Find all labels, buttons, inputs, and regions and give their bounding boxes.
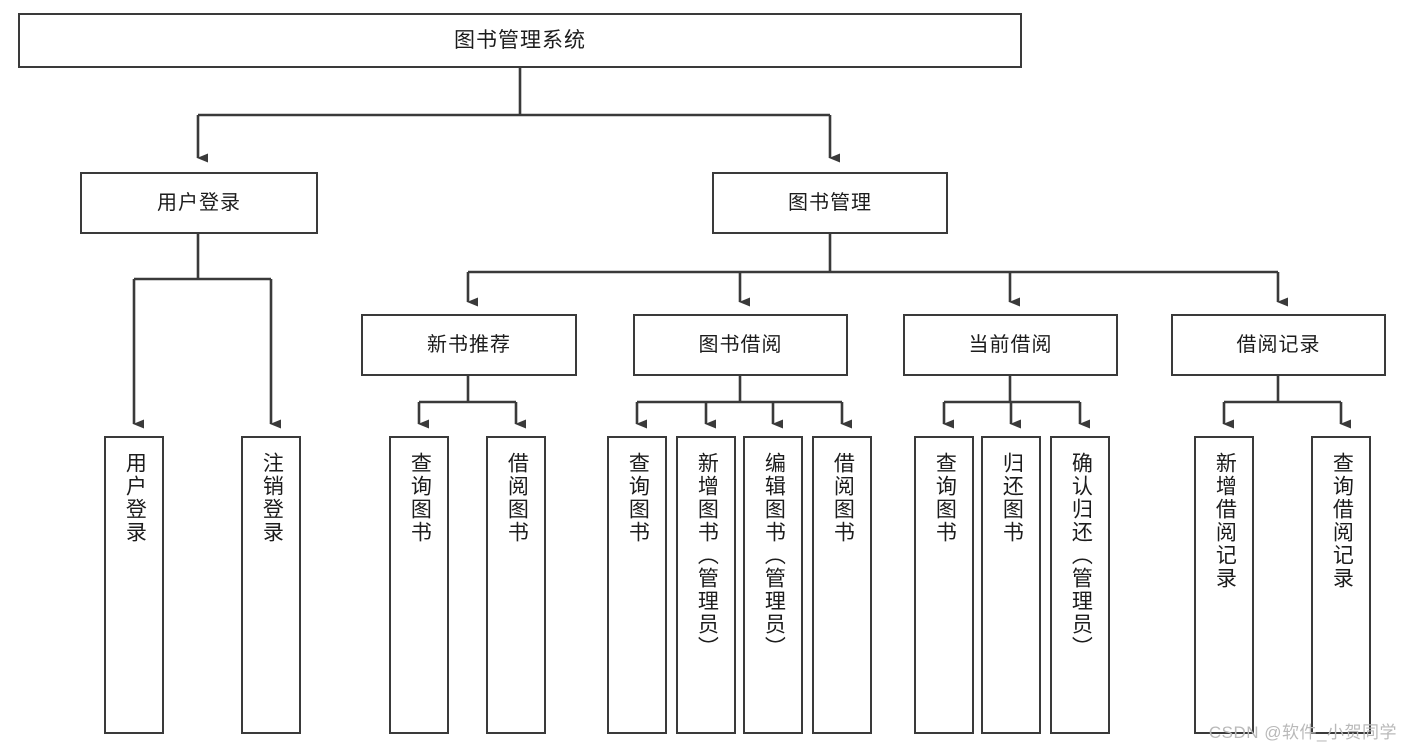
- node-root-system[interactable]: 图书管理系统: [18, 13, 1022, 68]
- leaf-label: 用户登录: [123, 452, 147, 544]
- node-new-book-recommend[interactable]: 新书推荐: [361, 314, 577, 376]
- node-book-management[interactable]: 图书管理: [712, 172, 948, 234]
- leaf-label: 查询图书: [626, 452, 650, 544]
- leaf-return-book[interactable]: 归还图书: [981, 436, 1041, 734]
- leaf-label: 查询图书: [408, 452, 432, 544]
- leaf-add-borrow-record[interactable]: 新增借阅记录: [1194, 436, 1254, 734]
- leaf-query-book-borrow[interactable]: 查询图书: [607, 436, 667, 734]
- leaf-edit-book-admin[interactable]: 编辑图书（管理员）: [743, 436, 803, 734]
- leaf-label: 查询借阅记录: [1330, 452, 1354, 590]
- leaf-label: 借阅图书: [831, 452, 855, 544]
- leaf-label: 新增借阅记录: [1213, 452, 1237, 590]
- leaf-query-borrow-record[interactable]: 查询借阅记录: [1311, 436, 1371, 734]
- leaf-label: 借阅图书: [505, 452, 529, 544]
- leaf-borrow-book[interactable]: 借阅图书: [812, 436, 872, 734]
- leaf-label: 编辑图书（管理员）: [762, 452, 786, 659]
- leaf-add-book-admin[interactable]: 新增图书（管理员）: [676, 436, 736, 734]
- leaf-label: 注销登录: [260, 452, 284, 544]
- node-current-borrow[interactable]: 当前借阅: [903, 314, 1118, 376]
- leaf-query-book-current[interactable]: 查询图书: [914, 436, 974, 734]
- leaf-label: 确认归还（管理员）: [1069, 452, 1093, 659]
- leaf-borrow-book-recommend[interactable]: 借阅图书: [486, 436, 546, 734]
- node-book-borrow[interactable]: 图书借阅: [633, 314, 848, 376]
- csdn-watermark: CSDN @软件_小贺同学: [1208, 723, 1397, 742]
- leaf-label: 归还图书: [1000, 452, 1024, 544]
- leaf-label: 查询图书: [933, 452, 957, 544]
- leaf-label: 新增图书（管理员）: [695, 452, 719, 659]
- leaf-user-login[interactable]: 用户登录: [104, 436, 164, 734]
- node-user-login[interactable]: 用户登录: [80, 172, 318, 234]
- leaf-confirm-return-admin[interactable]: 确认归还（管理员）: [1050, 436, 1110, 734]
- leaf-query-book-recommend[interactable]: 查询图书: [389, 436, 449, 734]
- node-borrow-records[interactable]: 借阅记录: [1171, 314, 1386, 376]
- leaf-logout[interactable]: 注销登录: [241, 436, 301, 734]
